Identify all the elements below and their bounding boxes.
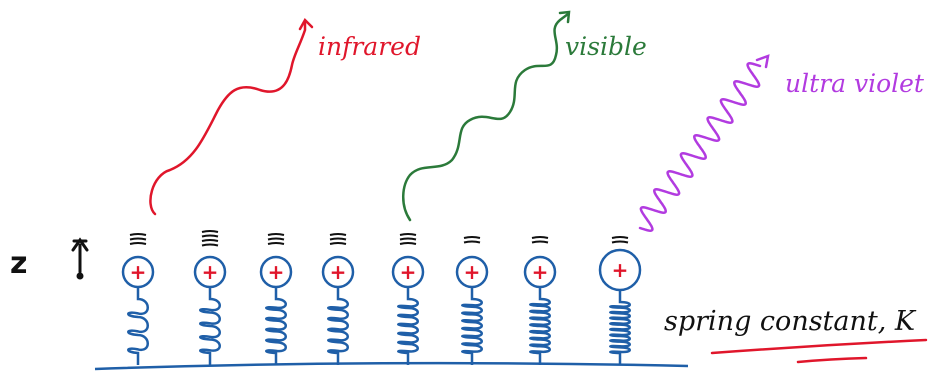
visible-label: visible <box>565 32 647 61</box>
positive-charge-sign: + <box>130 260 147 284</box>
vibration-line <box>201 239 219 242</box>
vibration-line <box>329 233 347 236</box>
positive-charge-sign: + <box>464 260 481 284</box>
infrared-label: infrared <box>318 32 421 61</box>
positive-charge-sign: + <box>268 260 285 284</box>
visible-arrowhead <box>558 10 571 24</box>
spring <box>461 287 483 365</box>
vibration-line <box>329 237 347 241</box>
vibration-line <box>531 236 549 239</box>
z-axis-origin-dot <box>76 272 84 280</box>
ultraviolet-arrowhead <box>755 54 770 69</box>
positive-charge-sign: + <box>400 260 417 284</box>
oscillator-8: + <box>598 236 642 365</box>
spring <box>265 287 287 365</box>
z-axis-label: z <box>10 246 27 281</box>
vibration-line <box>611 236 629 239</box>
oscillator-2: + <box>193 230 227 365</box>
vibration-line <box>129 237 147 241</box>
vibration-line <box>267 233 285 236</box>
positive-charge-sign: + <box>202 260 219 284</box>
positive-charge-sign: + <box>532 260 549 284</box>
vibration-line <box>267 237 285 241</box>
vibration-line <box>201 243 219 247</box>
spring <box>327 287 349 365</box>
oscillator-5: + <box>391 233 425 365</box>
vibration-line <box>531 240 549 244</box>
z-axis-arrow <box>71 237 89 274</box>
vibration-line <box>129 242 147 245</box>
positive-charge-sign: + <box>612 258 629 282</box>
vibration-line <box>267 242 285 245</box>
vibration-line <box>611 240 629 244</box>
spring <box>397 287 419 365</box>
vibration-line <box>201 230 219 233</box>
oscillator-4: + <box>321 233 355 365</box>
vibration-line <box>201 234 219 238</box>
oscillator-3: + <box>259 233 293 365</box>
spring <box>529 287 551 365</box>
oscillator-7: + <box>523 236 557 365</box>
ultraviolet-label: ultra violet <box>785 69 925 98</box>
infrared-wave <box>149 20 307 216</box>
oscillator-row: + + + + + + + + <box>121 230 642 365</box>
ground-line <box>94 361 689 371</box>
vibration-line <box>463 236 481 239</box>
positive-charge-sign: + <box>330 260 347 284</box>
vibration-line <box>329 242 347 245</box>
vibration-line <box>399 242 417 245</box>
oscillator-1: + <box>121 233 155 365</box>
infrared-arrowhead <box>298 17 314 31</box>
vibration-line <box>463 240 481 244</box>
oscillator-6: + <box>455 236 489 365</box>
vibration-line <box>399 237 417 241</box>
spring <box>609 290 631 365</box>
vibration-line <box>399 233 417 236</box>
spring-constant-underline-2 <box>796 356 868 364</box>
spring-constant-underline <box>710 338 928 355</box>
spring <box>199 287 221 365</box>
spring-constant-label: spring constant, K <box>664 306 917 337</box>
vibration-line <box>129 233 147 236</box>
spring <box>127 287 149 365</box>
visible-wave <box>402 12 570 222</box>
ultraviolet-wave <box>638 62 762 232</box>
